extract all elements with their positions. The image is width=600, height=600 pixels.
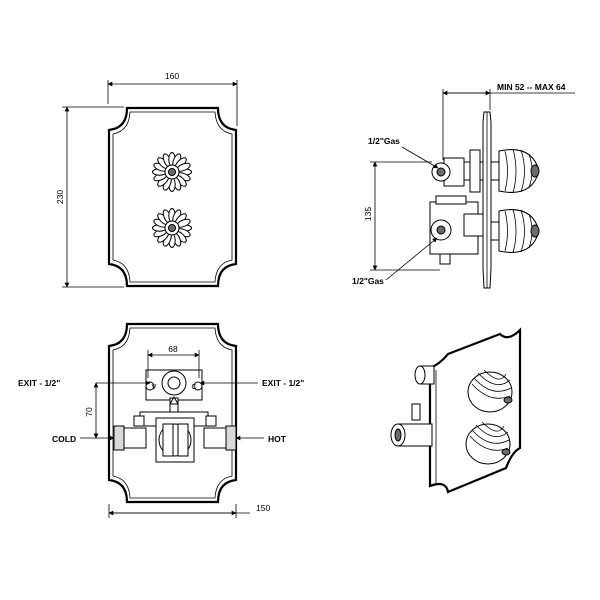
front-view: 160 230: [55, 71, 238, 288]
rear-valve-mark-left: V: [152, 384, 157, 391]
side-spacing-dim: 135: [363, 207, 373, 221]
rear-valve-mark-right: C: [191, 384, 196, 391]
rear-view: V C 68 EXIT - 1/2" EXIT - 1/2" 70 COLD H…: [18, 322, 304, 518]
iso-plate: [428, 327, 522, 494]
front-width-dim: 160: [165, 71, 179, 81]
rear-exit-right-label: EXIT - 1/2": [262, 378, 304, 388]
rear-valve-body: V C: [113, 369, 237, 463]
rear-exit-left-label: EXIT - 1/2": [18, 378, 60, 388]
rosette-center: [168, 224, 176, 232]
rear-depth-dim: 150: [256, 503, 270, 513]
rear-height-dim: 70: [84, 407, 94, 417]
side-depth-dim: MIN 52 -- MAX 64: [497, 82, 566, 92]
rear-plate-outline: [107, 322, 238, 504]
rear-hot-label: HOT: [268, 434, 287, 444]
side-bottom-conn-label: 1/2"Gas: [352, 276, 384, 286]
front-height-dim: 230: [55, 190, 65, 204]
isometric-view: [390, 327, 522, 494]
iso-lower-knob: [465, 421, 511, 465]
iso-upper-knob: [467, 369, 513, 413]
front-plate-inner: [112, 111, 233, 283]
side-top-conn-label: 1/2"Gas: [368, 136, 400, 146]
side-upper-knob: [490, 148, 540, 194]
side-view: MIN 52 -- MAX 64 135 1/2"Gas 1/2"Gas: [352, 82, 575, 289]
front-plate-outline: [107, 106, 238, 288]
front-lower-knob: [152, 208, 192, 248]
rosette-center: [168, 168, 176, 176]
rear-cold-label: COLD: [52, 434, 76, 444]
side-lower-knob: [490, 208, 540, 254]
rear-exit-spacing-dim: 68: [168, 344, 178, 354]
side-valve-body: [429, 149, 484, 265]
front-upper-knob: [152, 152, 192, 192]
